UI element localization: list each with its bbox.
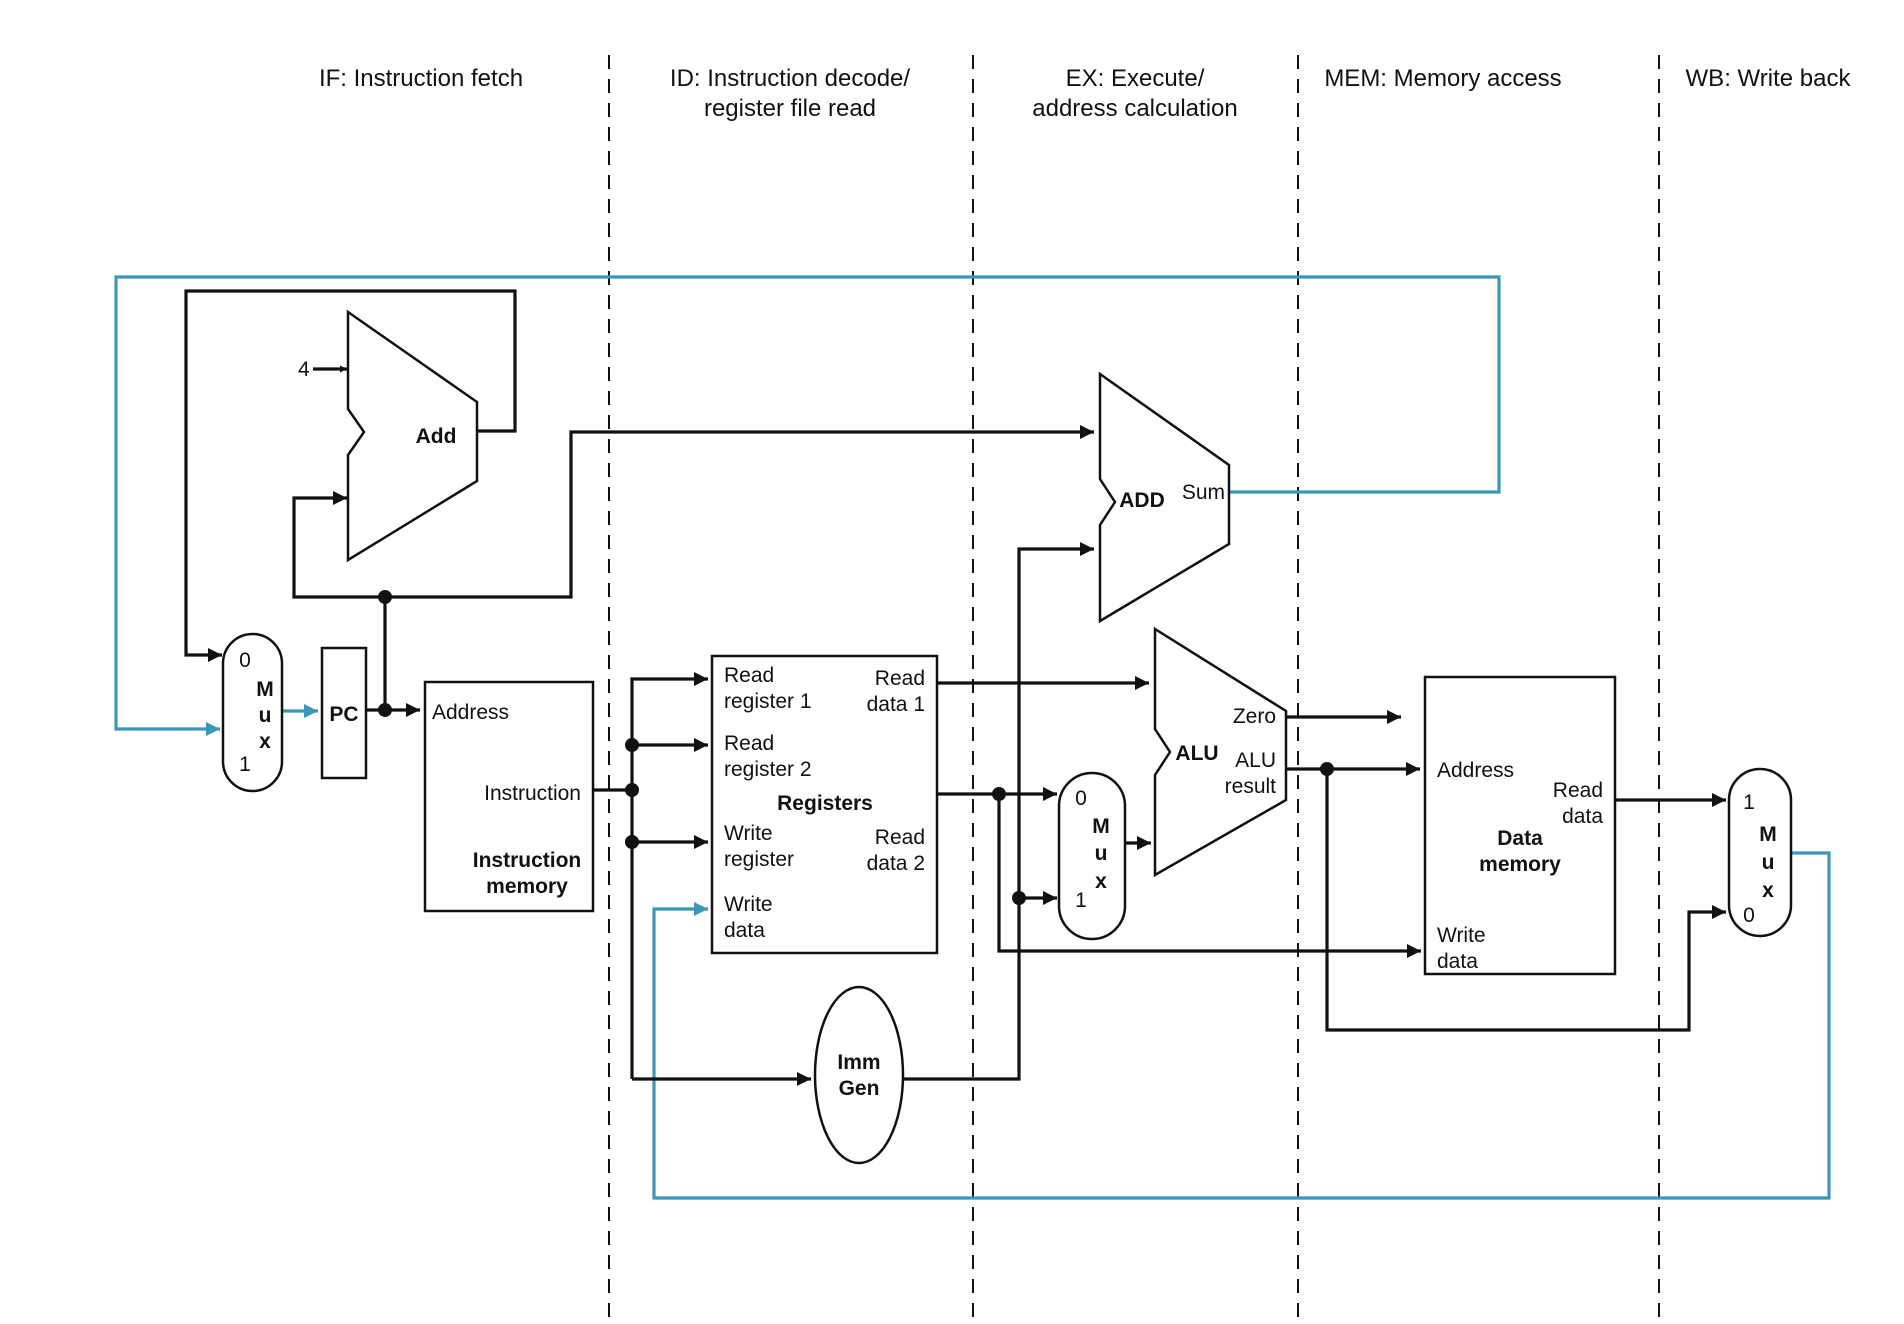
writeback-wire bbox=[652, 851, 1831, 1200]
store-data-wire bbox=[997, 794, 1421, 958]
imm-gen-line2: Gen bbox=[839, 1077, 880, 1100]
junction-dot bbox=[625, 738, 639, 752]
junction-dot bbox=[625, 835, 639, 849]
imem-instruction-label: Instruction bbox=[484, 782, 581, 805]
dmem-read-label-line1: Read bbox=[1553, 779, 1603, 802]
dmem-write-label-line2: data bbox=[1437, 950, 1478, 973]
adder-output-wire bbox=[184, 289, 517, 662]
wb-mux-m: M bbox=[1759, 823, 1777, 846]
pc-mux-m: M bbox=[256, 678, 274, 701]
registers-title: Registers bbox=[777, 792, 873, 815]
read-data1-label-line2: data 1 bbox=[867, 693, 925, 716]
junction-dot bbox=[378, 703, 392, 717]
stage-ex-heading-line1: EX: Execute/ bbox=[1066, 65, 1205, 92]
const-four-label: 4 bbox=[298, 358, 310, 381]
stage-id-heading-line1: ID: Instruction decode/ bbox=[670, 65, 910, 92]
pc-mux-u: u bbox=[259, 704, 272, 727]
register-file: Read register 1 Read register 2 Write re… bbox=[710, 654, 939, 955]
junction-dot bbox=[1320, 762, 1334, 776]
pc-mux-input0: 0 bbox=[239, 649, 251, 672]
read-reg1-wire bbox=[630, 672, 708, 1079]
junction-dot bbox=[625, 783, 639, 797]
branch-adder-label: ADD bbox=[1119, 489, 1165, 512]
stage-if-heading: IF: Instruction fetch bbox=[319, 65, 523, 92]
stage-wb-heading: WB: Write back bbox=[1686, 65, 1852, 92]
imem-title-line2: memory bbox=[486, 875, 568, 898]
dmem-read-label-line2: data bbox=[1562, 805, 1603, 828]
alu-result-label-line1: ALU bbox=[1235, 749, 1276, 772]
read-data2-label-line2: data 2 bbox=[867, 852, 925, 875]
alu-mux: 0 M u x 1 bbox=[1057, 771, 1127, 941]
pc-mux-input1: 1 bbox=[239, 753, 251, 776]
alu-mux-m: M bbox=[1092, 815, 1110, 838]
stage-ex-heading-line2: address calculation bbox=[1032, 95, 1237, 122]
imm-output-wire bbox=[902, 542, 1094, 1081]
branch-adder-sum: Sum bbox=[1182, 481, 1225, 504]
alu-mux-input1: 1 bbox=[1075, 889, 1087, 912]
pc-label: PC bbox=[329, 703, 358, 726]
alu-mux-input0: 0 bbox=[1075, 787, 1087, 810]
write-reg-label-line1: Write bbox=[724, 822, 773, 845]
wb-mux: 1 M u x 0 bbox=[1727, 767, 1793, 938]
junction-dot bbox=[992, 787, 1006, 801]
junction-dots bbox=[378, 590, 1334, 905]
wb-mux-u: u bbox=[1762, 851, 1775, 874]
stage-id-heading-line2: register file read bbox=[704, 95, 876, 122]
alu-label: ALU bbox=[1175, 742, 1218, 765]
pc-mux: 0 M u x 1 bbox=[221, 632, 284, 793]
read-reg2-label-line2: register 2 bbox=[724, 758, 812, 781]
alu-bypass-wire bbox=[1325, 769, 1726, 1032]
alu-mux-u: u bbox=[1095, 842, 1108, 865]
data-wires bbox=[184, 289, 1726, 1086]
alu-mux-x: x bbox=[1095, 870, 1107, 893]
dmem-title-line1: Data bbox=[1497, 827, 1543, 850]
imm-gen-line1: Imm bbox=[837, 1051, 880, 1074]
dmem-title-line2: memory bbox=[1479, 853, 1561, 876]
instruction-memory: Address Instruction Instruction memory bbox=[423, 680, 595, 913]
alu-zero-label: Zero bbox=[1233, 705, 1276, 728]
read-reg1-label-line2: register 1 bbox=[724, 690, 812, 713]
read-data2-label-line1: Read bbox=[875, 826, 925, 849]
junction-dot bbox=[378, 590, 392, 604]
branch-target-wire bbox=[114, 275, 1501, 736]
write-data-label-line2: data bbox=[724, 919, 765, 942]
pc-mux-x: x bbox=[259, 730, 271, 753]
pc-to-branch-add-wire bbox=[385, 425, 1094, 599]
branch-adder: ADD Sum bbox=[1098, 371, 1231, 624]
pc-to-adder-wire bbox=[292, 491, 387, 710]
alu: ALU Zero ALU result bbox=[1153, 626, 1288, 878]
imm-gen: Imm Gen bbox=[813, 985, 905, 1165]
pc-register: PC bbox=[320, 646, 368, 780]
imem-address-label: Address bbox=[432, 701, 509, 724]
data-memory: Address Read data Write data Data memory bbox=[1423, 675, 1617, 976]
pc-adder-label: Add bbox=[416, 425, 457, 448]
wb-mux-x: x bbox=[1762, 879, 1774, 902]
write-reg-label-line2: register bbox=[724, 848, 794, 871]
alu-result-label-line2: result bbox=[1225, 775, 1277, 798]
write-data-label-line1: Write bbox=[724, 893, 773, 916]
dmem-write-label-line1: Write bbox=[1437, 924, 1486, 947]
read-data1-label-line1: Read bbox=[875, 667, 925, 690]
stage-mem-heading: MEM: Memory access bbox=[1324, 65, 1561, 92]
junction-dot bbox=[1012, 891, 1026, 905]
pc-adder: Add 4 bbox=[298, 309, 479, 563]
wb-mux-input0: 0 bbox=[1743, 904, 1755, 927]
dmem-address-label: Address bbox=[1437, 759, 1514, 782]
wb-mux-input1: 1 bbox=[1743, 791, 1755, 814]
read-reg1-label-line1: Read bbox=[724, 664, 774, 687]
control-wires bbox=[114, 275, 1831, 1200]
stage-separators bbox=[608, 55, 1660, 1320]
read-reg2-label-line1: Read bbox=[724, 732, 774, 755]
stage-headings: IF: Instruction fetch ID: Instruction de… bbox=[319, 65, 1852, 122]
imem-title-line1: Instruction bbox=[473, 849, 582, 872]
